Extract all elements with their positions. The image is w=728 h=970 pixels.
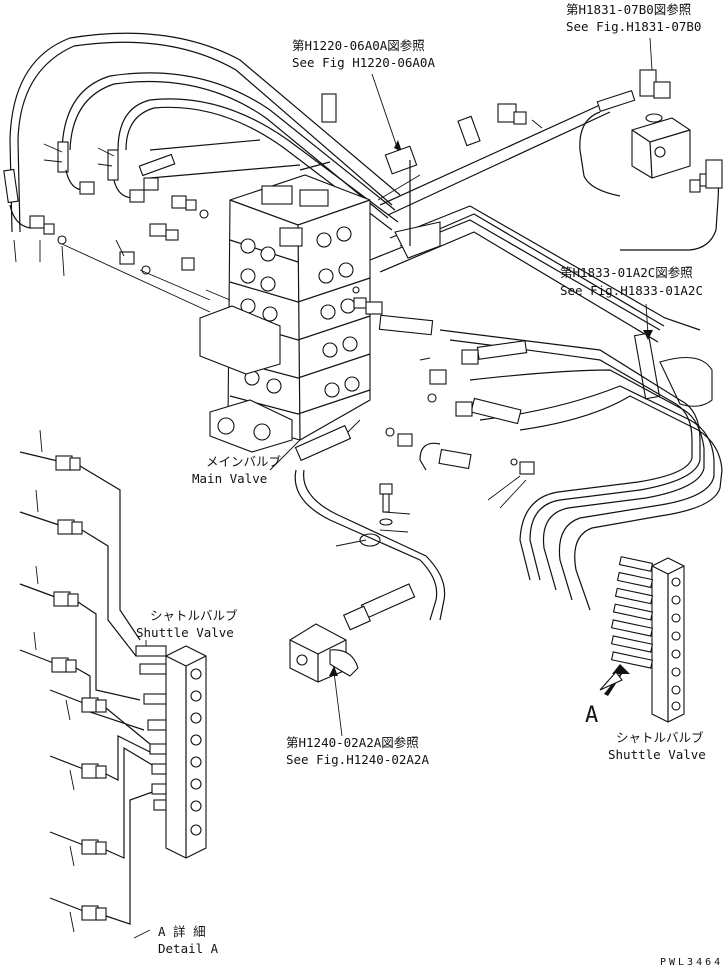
detail-a-en: Detail A [158, 941, 219, 956]
upper-right-block [321, 69, 723, 251]
shuttle-left-en: Shuttle Valve [136, 625, 234, 640]
ref-h1831-jp: 第H1831-07B0図参照 [566, 2, 691, 17]
detail-hoses [19, 429, 159, 933]
shuttle-right-en: Shuttle Valve [608, 747, 706, 762]
ref-h1220-jp: 第H1220-06A0A図参照 [292, 38, 425, 53]
ref-h1240-en: See Fig.H1240-02A2A [286, 752, 429, 767]
ref-h1833-jp: 第H1833-01A2C図参照 [560, 265, 693, 280]
shuttle-right-jp: シャトルバルブ [616, 730, 704, 745]
ref-h1240-jp: 第H1240-02A2A図参照 [286, 735, 419, 750]
drawing-code: PWL3464 [660, 957, 723, 968]
centre-lower-parts [289, 424, 446, 683]
detail-a [19, 429, 207, 933]
main-valve-en: Main Valve [192, 471, 267, 486]
double-arrow-icon [599, 664, 630, 696]
main-valve-jp: メインバルブ [206, 454, 282, 469]
ref-h1220-en: See Fig H1220-06A0A [292, 55, 435, 70]
shuttle-valve-left [135, 640, 207, 859]
detail-a-jp: A 詳 細 [158, 924, 206, 939]
left-leaders [13, 143, 211, 313]
left-fittings [3, 141, 209, 275]
upper-hose-loops [9, 32, 401, 233]
reference-leaders [133, 37, 653, 939]
shuttle-hoses [339, 286, 723, 611]
ref-h1831-en: See Fig.H1831-07B0 [566, 19, 701, 34]
shuttle-valve-right [610, 556, 685, 723]
rear-pipes [299, 104, 713, 407]
shuttle-left-jp: シャトルバルブ [150, 608, 238, 623]
main-valve [199, 174, 371, 471]
view-a-label: A [585, 703, 598, 728]
ref-h1833-en: See Fig.H1833-01A2C [560, 283, 703, 298]
text-labels: 第H1831-07B0図参照 See Fig.H1831-07B0 第H1220… [136, 2, 723, 968]
